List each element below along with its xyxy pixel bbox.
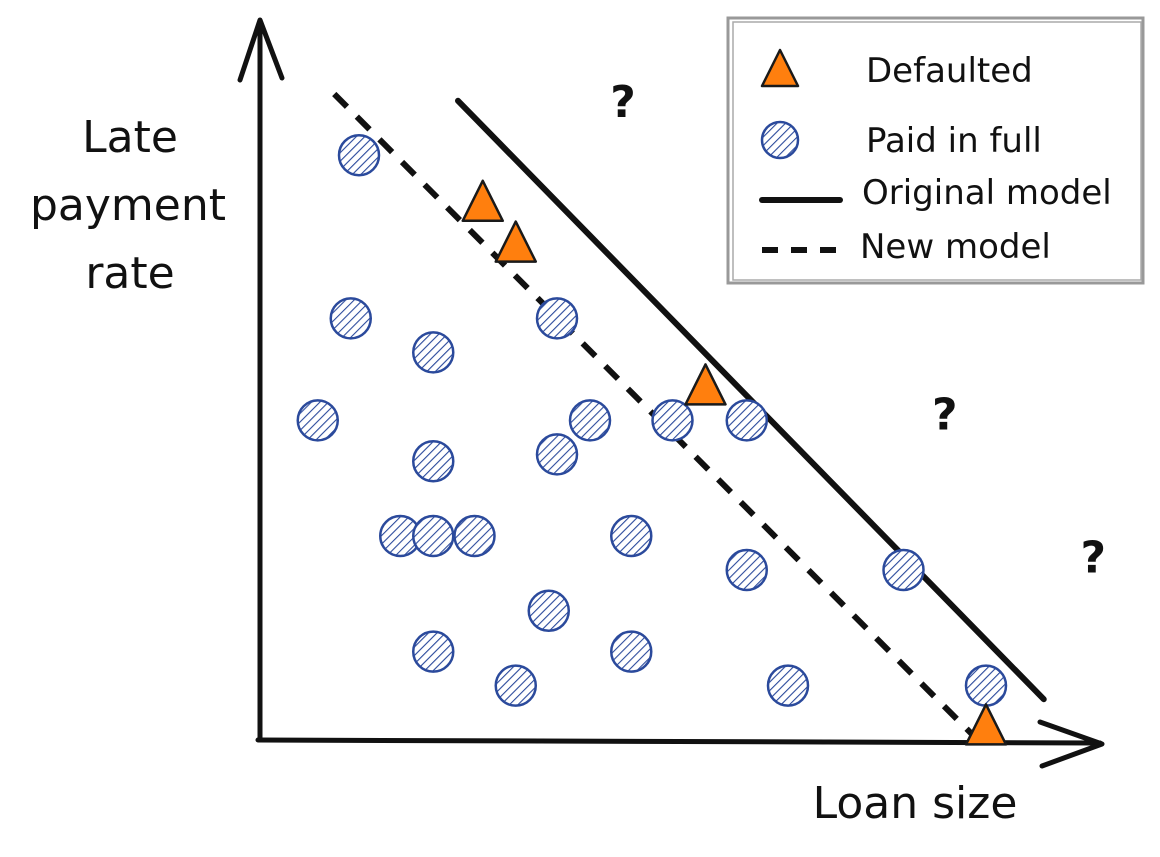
data-points <box>296 133 1008 746</box>
paid-in-full-point <box>412 439 455 483</box>
x-axis <box>255 737 1103 746</box>
defaulted-point <box>494 220 537 263</box>
paid-in-full-point <box>535 297 579 340</box>
y-axis-label-line-2: payment <box>30 180 226 231</box>
y-axis-label-line-1: Late <box>82 112 178 163</box>
paid-in-full-point <box>964 664 1008 707</box>
legend-label-paid: Paid in full <box>866 121 1042 161</box>
paid-in-full-point <box>882 548 925 592</box>
defaulted-point <box>684 363 727 406</box>
paid-in-full-point <box>610 630 653 673</box>
annotations: ??? <box>610 77 1106 584</box>
legend-box-outline <box>732 21 1142 281</box>
x-axis-label: Loan size <box>813 778 1018 829</box>
legend: Defaulted Paid in full Original model Ne… <box>726 16 1145 285</box>
y-axis-label-line-3: rate <box>85 248 174 299</box>
paid-in-full-point <box>412 514 455 558</box>
paid-in-full-point <box>535 433 579 476</box>
defaulted-point <box>461 179 504 223</box>
y-axis-arrowhead <box>237 17 285 83</box>
paid-in-full-point <box>527 589 570 633</box>
paid-in-full-point <box>766 664 810 707</box>
paid-in-full-point <box>725 399 768 442</box>
paid-in-full-point <box>329 297 372 340</box>
paid-in-full-point <box>651 399 694 442</box>
question-mark-annotation: ? <box>932 390 958 441</box>
x-axis-arrowhead <box>1037 719 1105 769</box>
paid-in-full-point <box>412 630 455 673</box>
question-mark-annotation: ? <box>1080 532 1106 583</box>
axes <box>237 17 1105 769</box>
legend-label-new: New model <box>860 227 1051 267</box>
defaulted-point <box>964 703 1008 746</box>
paid-in-full-point <box>296 399 339 442</box>
legend-triangle-icon <box>760 48 800 88</box>
legend-circle-icon <box>760 120 800 160</box>
paid-in-full-point <box>494 664 537 707</box>
paid-in-full-point <box>453 514 496 558</box>
paid-in-full-point <box>725 548 768 592</box>
legend-box <box>726 16 1145 285</box>
paid-in-full-point <box>412 331 455 374</box>
paid-in-full-point <box>337 133 381 177</box>
paid-in-full-point <box>568 399 612 442</box>
question-mark-annotation: ? <box>610 77 636 128</box>
paid-in-full-point <box>610 514 653 558</box>
legend-label-defaulted: Defaulted <box>866 51 1033 91</box>
legend-label-original: Original model <box>862 173 1112 213</box>
